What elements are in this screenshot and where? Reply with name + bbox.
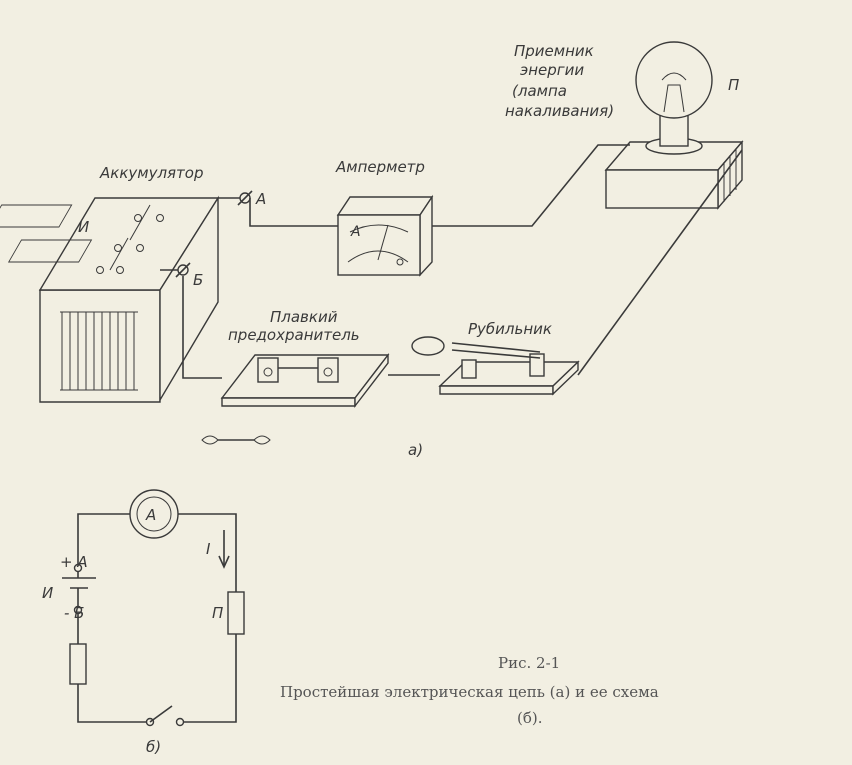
lamp-letter: П	[728, 76, 739, 94]
ammeter	[336, 194, 434, 277]
schematic-source-letter: И	[42, 584, 53, 602]
schematic-switch	[145, 705, 185, 727]
ammeter-face-symbol: А	[350, 224, 361, 240]
schematic-load-letter: П	[212, 604, 223, 622]
caption-line2: (б).	[517, 709, 543, 727]
current-letter: I	[206, 540, 211, 558]
battery	[0, 195, 220, 403]
fuse-link-icon	[201, 435, 271, 445]
receiver-label-line2: энергии	[520, 61, 584, 79]
fuse	[220, 352, 390, 409]
current-arrow-icon	[218, 530, 230, 569]
caption-line1: Простейшая электрическая цепь (а) и ее с…	[280, 683, 659, 701]
schematic-ammeter-letter: А	[145, 506, 156, 524]
schematic-minus-b: - Б	[64, 604, 84, 622]
lamp	[604, 41, 744, 210]
figure-b: А + А И - Б П I б)	[42, 489, 245, 756]
terminal-a-label: А	[255, 190, 266, 208]
receiver-label: Приемник энергии (лампа накаливания)	[505, 42, 614, 120]
caption: Рис. 2-1 Простейшая электрическая цепь (…	[280, 654, 659, 727]
source-symbol	[62, 563, 96, 615]
figure-a-sublabel: а)	[408, 441, 423, 459]
wires	[160, 144, 743, 379]
figure-b-sublabel: б)	[146, 738, 161, 756]
switch-label: Рубильник	[468, 320, 552, 338]
knife-switch	[411, 336, 580, 396]
battery-label: Аккумулятор	[99, 164, 204, 182]
receiver-label-line4: накаливания)	[505, 102, 614, 120]
ammeter-symbol	[129, 489, 179, 539]
source-letter-a: И	[78, 218, 89, 236]
receiver-label-line1: Приемник	[514, 42, 594, 60]
figure-a: Аккумулятор И А Б А Амперметр	[0, 41, 744, 459]
fuse-label-line1: Плавкий	[270, 308, 338, 326]
schematic-fuse	[69, 643, 87, 685]
ammeter-label: Амперметр	[335, 158, 425, 176]
caption-number: Рис. 2-1	[498, 654, 560, 672]
terminal-b-label: Б	[193, 271, 203, 289]
schematic-plus-a: + А	[60, 553, 88, 571]
schematic-load	[227, 591, 245, 635]
schematic-wires	[77, 513, 237, 723]
fuse-label-line2: предохранитель	[228, 326, 360, 344]
receiver-label-line3: (лампа	[512, 82, 567, 100]
